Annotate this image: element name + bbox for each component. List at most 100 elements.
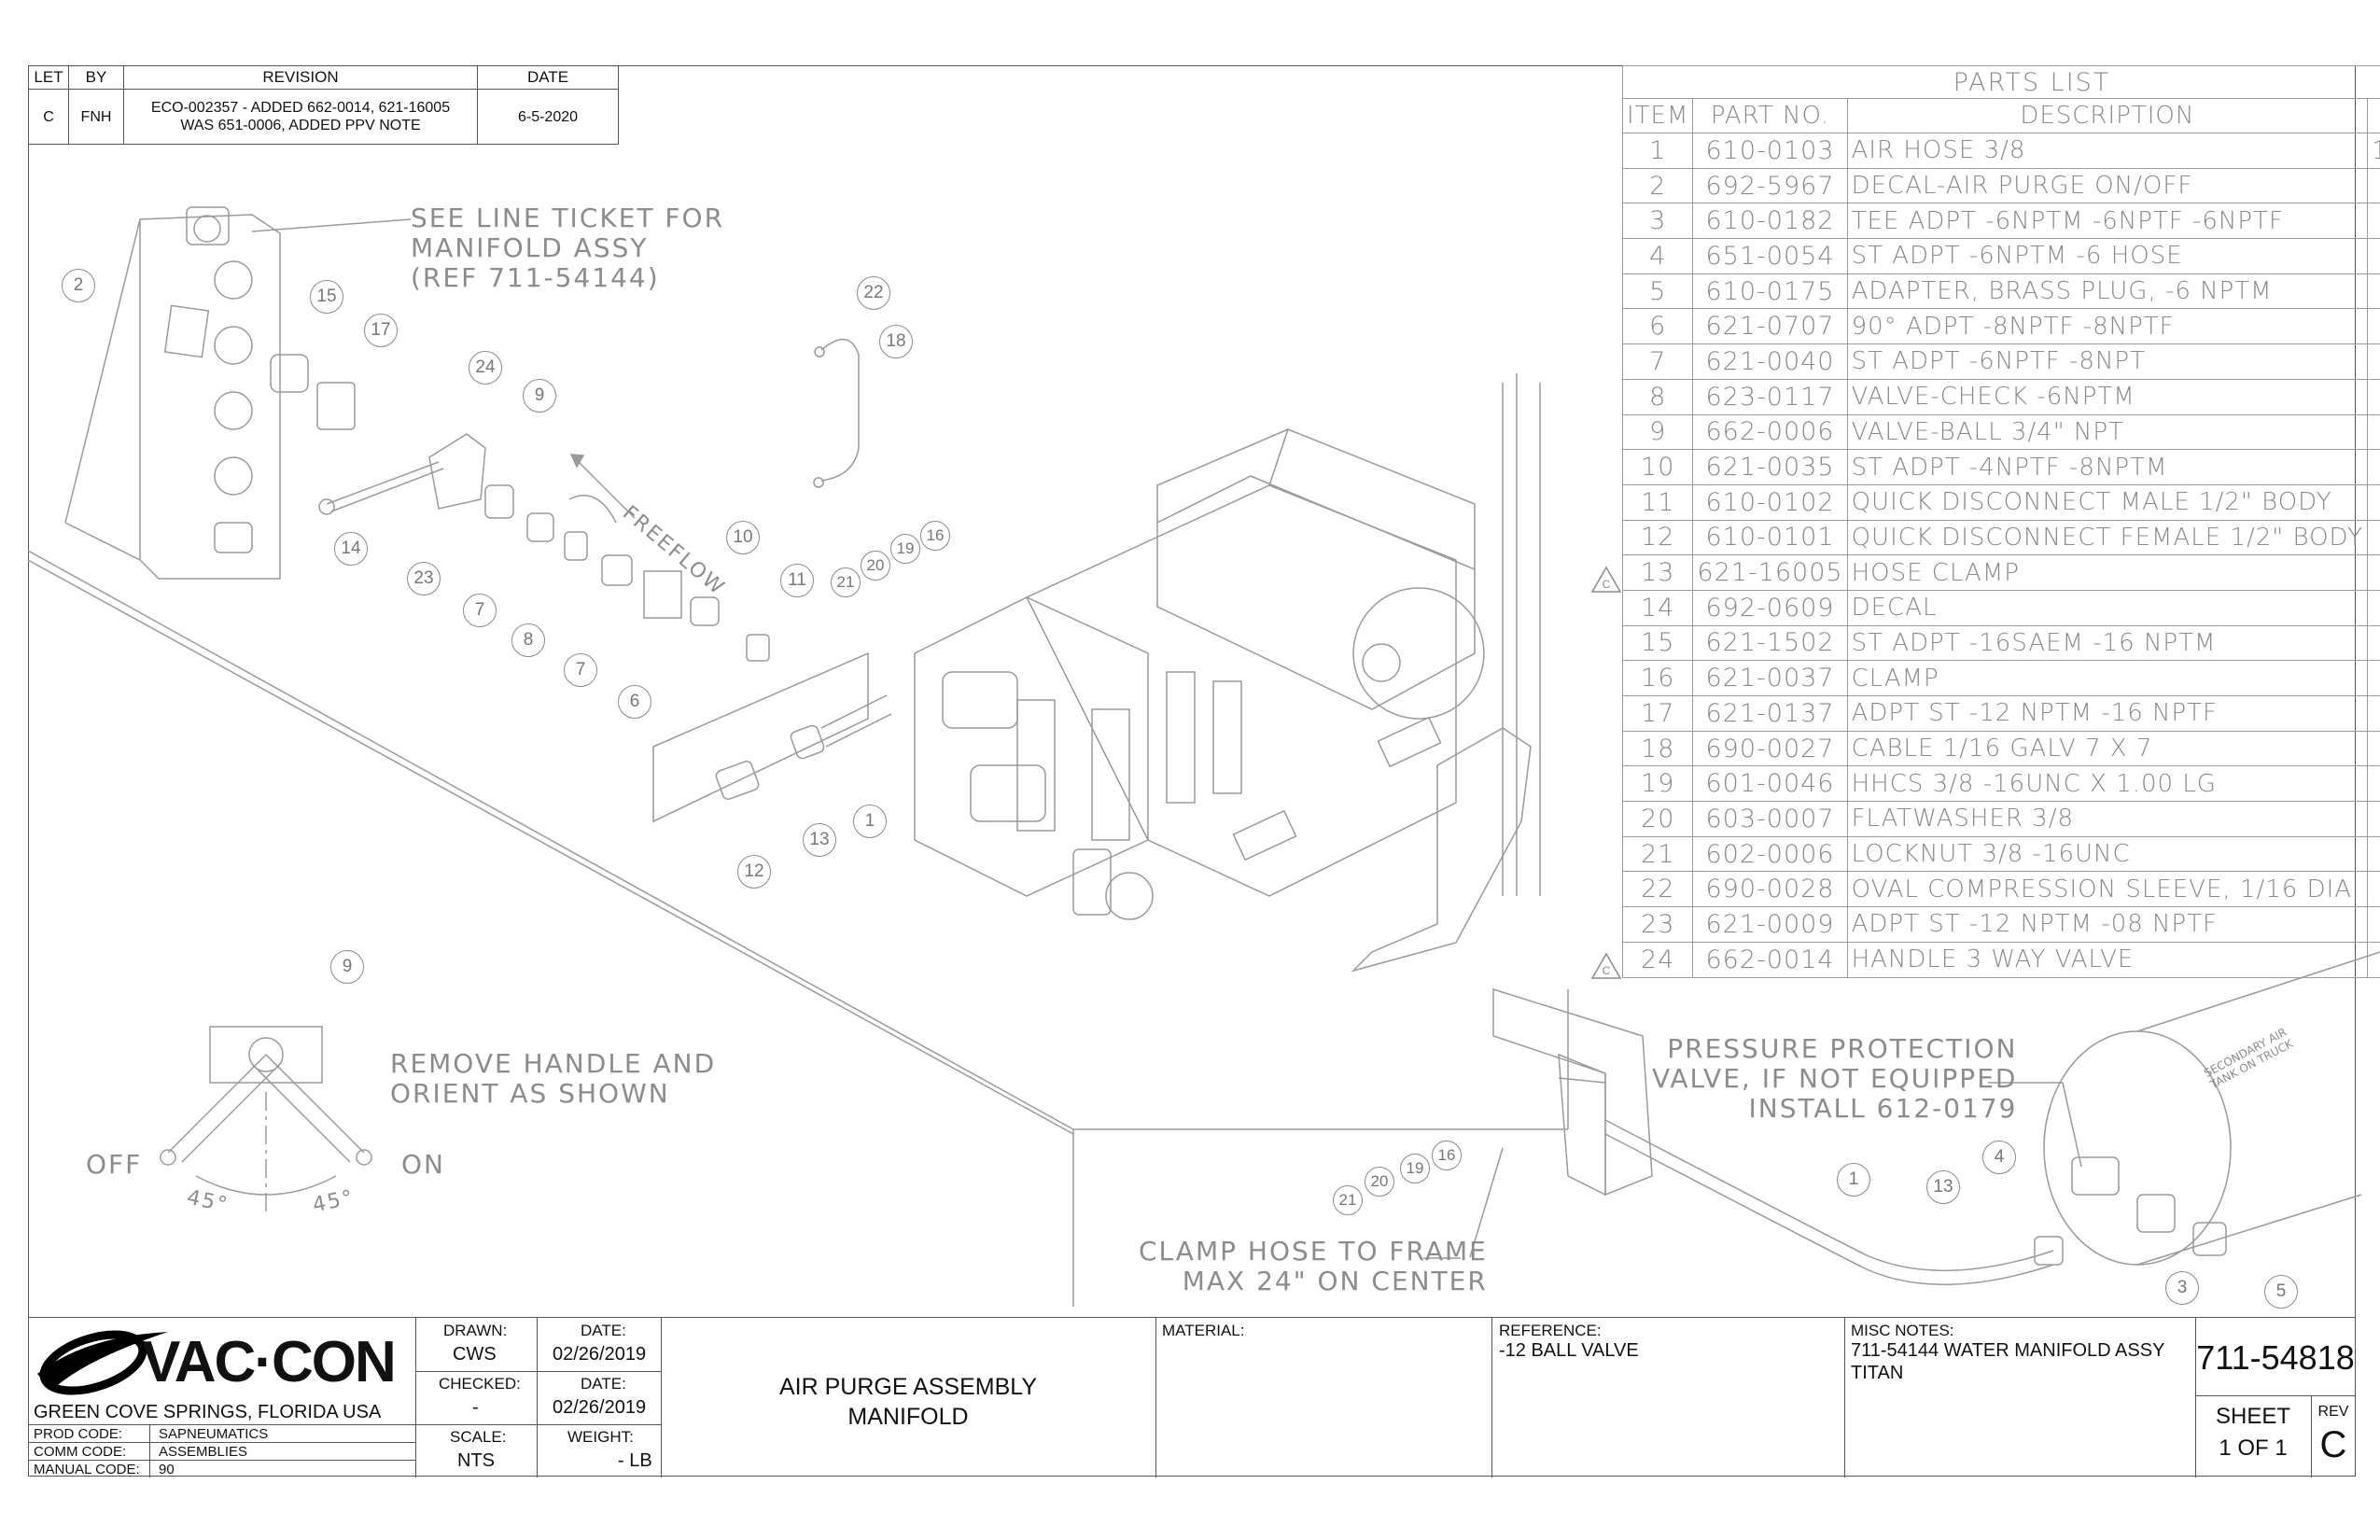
parts-part-number: 610-0103	[1692, 133, 1848, 169]
reference-label: REFERENCE:	[1499, 1322, 1602, 1339]
balloon-14: 14	[334, 532, 368, 566]
balloon-20b: 20	[1365, 1167, 1394, 1197]
drawn-label: DRAWN:	[443, 1322, 508, 1339]
parts-description: CABLE 1/16 GALV 7 X 7	[1846, 730, 2369, 767]
parts-description: ADPT ST -12 NPTM -16 NPTF	[1846, 695, 2369, 732]
label-on: ON	[401, 1149, 445, 1180]
checked-date: 02/26/2019	[553, 1397, 647, 1418]
parts-item: 20	[1621, 801, 1694, 837]
reference-cell	[1491, 1318, 1844, 1477]
parts-item: 23	[1621, 906, 1694, 943]
checked-by: -	[472, 1397, 479, 1418]
balloon-21b: 21	[1333, 1185, 1363, 1215]
drawn-by: CWS	[453, 1344, 497, 1365]
drawing-title-line2: MANIFOLD	[847, 1404, 969, 1430]
balloon-16b: 16	[1432, 1141, 1462, 1170]
parts-description: ST ADPT -6NPTM -6 HOSE	[1846, 238, 2369, 274]
note-pressure-protection: PRESSURE PROTECTION VALVE, IF NOT EQUIPP…	[1652, 1033, 2018, 1124]
parts-qty: 7	[2367, 660, 2380, 696]
rev-label: REV	[2317, 1404, 2349, 1420]
parts-part-number: 603-0007	[1692, 801, 1848, 837]
parts-description: HANDLE 3 WAY VALVE	[1846, 941, 2369, 978]
parts-part-number: 621-16005	[1692, 554, 1848, 591]
balloon-2: 2	[62, 269, 95, 302]
drawn-date: 02/26/2019	[553, 1344, 647, 1365]
drawing-number: 711-54818	[2196, 1338, 2355, 1377]
balloon-17: 17	[364, 314, 398, 347]
parts-part-number: 621-0035	[1692, 449, 1848, 485]
assembly-drawing	[27, 206, 2380, 1307]
checked-label: CHECKED:	[439, 1375, 521, 1393]
parts-header-part: PART NO.	[1692, 98, 1848, 133]
vac-con-swoosh-icon	[37, 1330, 168, 1395]
scale: NTS	[457, 1450, 495, 1471]
balloon-10: 10	[726, 521, 760, 554]
balloon-18: 18	[879, 325, 913, 358]
weight-label: WEIGHT:	[567, 1428, 634, 1446]
company-logo: VAC·CON	[28, 1318, 415, 1405]
title-cell	[661, 1318, 1155, 1477]
balloon-23: 23	[407, 562, 441, 595]
parts-description: LOCKNUT 3/8 -16UNC	[1846, 835, 2369, 873]
parts-description: QUICK DISCONNECT FEMALE 1/2" BODY	[1846, 519, 2369, 556]
sheet-label: SHEET	[2215, 1404, 2290, 1429]
manual-code-label: MANUAL CODE:	[34, 1462, 140, 1477]
drawn-checked-column	[415, 1318, 537, 1477]
balloon-8: 8	[511, 623, 545, 657]
svg-text:C: C	[1603, 964, 1611, 977]
parts-description: ST ADPT -16SAEM -16 NPTM	[1846, 624, 2369, 662]
balloon-13: 13	[803, 823, 836, 857]
parts-part-number: 692-0609	[1692, 589, 1848, 626]
parts-part-number: 690-0028	[1692, 871, 1848, 908]
parts-part-number: 610-0102	[1692, 483, 1848, 521]
balloon-4: 4	[1982, 1141, 2016, 1174]
balloon-20: 20	[861, 551, 890, 581]
parts-qty: 14	[2367, 801, 2380, 837]
parts-header-item: ITEM	[1621, 98, 1694, 133]
parts-header-description: DESCRIPTION	[1846, 98, 2369, 133]
parts-list-title: PARTS LIST	[1622, 65, 2380, 99]
parts-qty: 7	[2367, 765, 2380, 803]
parts-part-number: 610-0182	[1692, 203, 1848, 240]
parts-description: VALVE-BALL 3/4" NPT	[1846, 413, 2369, 451]
parts-qty: 2	[2367, 554, 2380, 591]
parts-item: 12	[1621, 519, 1694, 556]
balloon-15: 15	[310, 280, 343, 314]
parts-description: ADAPTER, BRASS PLUG, -6 NPTM	[1846, 273, 2369, 310]
parts-description: HOSE CLAMP	[1846, 554, 2369, 591]
parts-part-number: 610-0101	[1692, 519, 1848, 556]
balloon-3: 3	[2165, 1271, 2199, 1305]
parts-list: PARTS LIST ITEM PART NO. DESCRIPTION QTY…	[1621, 65, 2380, 978]
parts-item: 16	[1621, 660, 1694, 696]
drawing-title-line1: AIR PURGE ASSEMBLY	[778, 1374, 1037, 1400]
rev-description-line2: WAS 651-0006, ADDED PPV NOTE	[180, 118, 421, 133]
balloon-12: 12	[737, 855, 771, 889]
note-clamp-hose: CLAMP HOSE TO FRAME MAX 24" ON CENTER	[1139, 1236, 1488, 1296]
parts-item: 19	[1621, 765, 1694, 803]
parts-part-number: 662-0014	[1692, 941, 1848, 978]
parts-part-number: 621-0040	[1692, 343, 1848, 380]
parts-qty: 1	[2367, 519, 2380, 556]
drawing-title: AIR PURGE ASSEMBLY MANIFOLD	[661, 1372, 1155, 1432]
revision-triangle-icon: C	[1590, 566, 1622, 596]
balloon-1: 1	[853, 805, 887, 838]
parts-description: ADPT ST -12 NPTM -08 NPTF	[1846, 906, 2369, 943]
parts-item: 7	[1621, 343, 1694, 380]
parts-qty: 1	[2367, 730, 2380, 767]
parts-item: 24	[1621, 941, 1694, 978]
parts-part-number: 651-0054	[1692, 238, 1848, 274]
parts-part-number: 621-1502	[1692, 624, 1848, 662]
parts-description: ST ADPT -6NPTF -8NPT	[1846, 343, 2369, 380]
parts-qty: 1	[2367, 589, 2380, 626]
